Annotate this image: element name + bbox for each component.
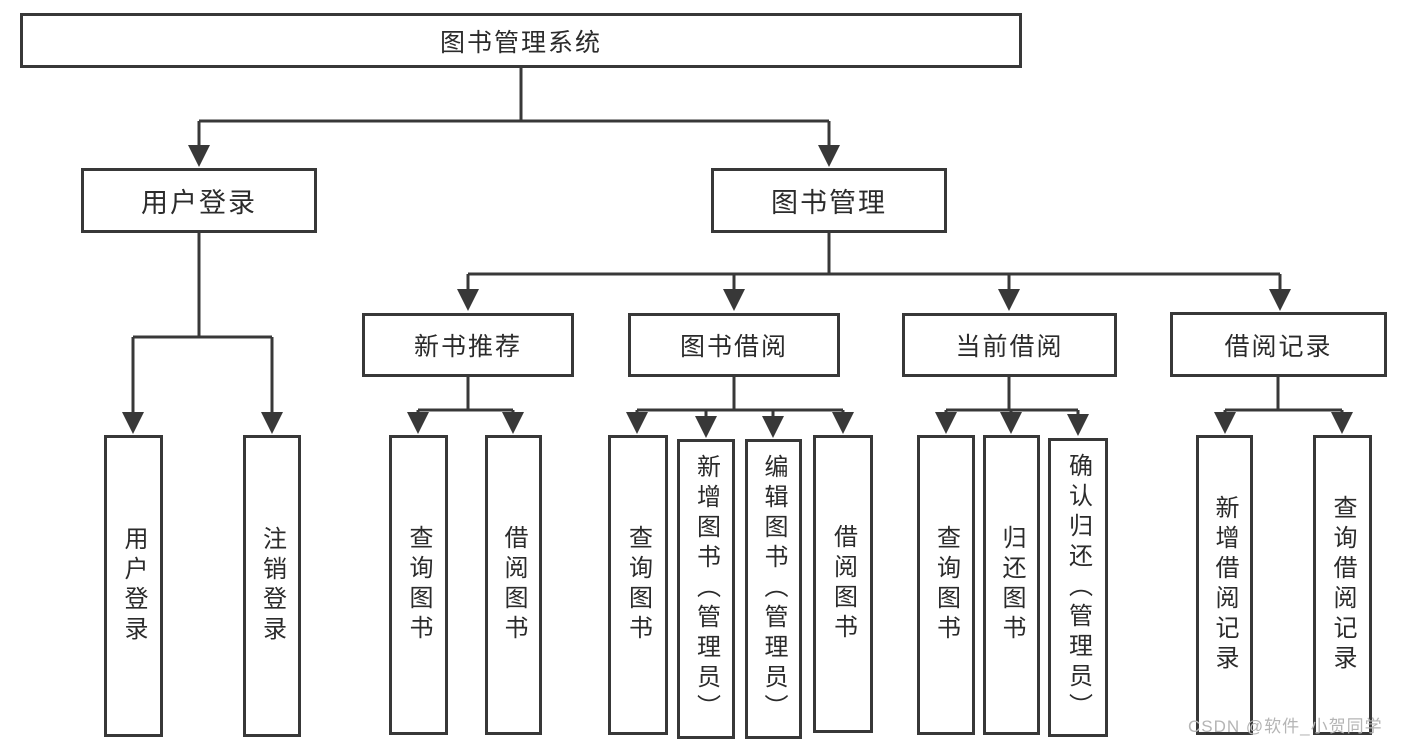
leaf-br-query-record-label: 查询借阅记录 [1329, 495, 1356, 675]
node-new-book-recommend: 新书推荐 [362, 313, 574, 377]
connector-book-borrow-to-leaves [635, 377, 845, 418]
arrow-down-icon [502, 412, 524, 434]
leaf-br-add-record: 新增借阅记录 [1196, 435, 1253, 735]
node-book-borrowing: 图书借阅 [628, 313, 840, 377]
leaf-bb-query-books: 查询图书 [608, 435, 668, 735]
arrow-down-icon [935, 412, 957, 434]
node-current-borrowing-label: 当前借阅 [955, 333, 1064, 361]
arrow-down-icon [832, 412, 854, 434]
arrow-down-icon [261, 412, 283, 434]
leaf-user-login-label: 用户登录 [120, 526, 147, 646]
arrow-down-icon [998, 289, 1020, 311]
arrow-down-icon [188, 145, 210, 167]
leaf-br-query-record: 查询借阅记录 [1313, 435, 1372, 735]
node-root-library-system: 图书管理系统 [20, 13, 1022, 68]
leaf-br-add-record-label: 新增借阅记录 [1211, 495, 1238, 675]
leaf-logout-label: 注销登录 [258, 526, 286, 646]
watermark: CSDN @软件_小贺同学 [1188, 717, 1383, 736]
leaf-cb-query-books-label: 查询图书 [932, 525, 960, 645]
node-book-management: 图书管理 [711, 168, 947, 233]
arrow-down-icon [723, 289, 745, 311]
arrowheads [122, 145, 1353, 438]
arrow-down-icon [1000, 412, 1022, 434]
arrow-down-icon [407, 412, 429, 434]
arrow-down-icon [1331, 412, 1353, 434]
connector-current-borrow-to-leaves [944, 377, 1080, 417]
leaf-bb-edit-books-admin-label: 编辑图书（管理员） [760, 454, 787, 724]
leaf-cb-confirm-return-admin-label: 确认归还（管理员） [1064, 452, 1092, 723]
arrow-down-icon [1269, 289, 1291, 311]
leaf-logout: 注销登录 [243, 435, 301, 737]
node-user-login-label: 用户登录 [141, 188, 257, 218]
node-new-book-recommend-label: 新书推荐 [413, 333, 522, 361]
leaf-bb-add-books-admin-label: 新增图书（管理员） [692, 454, 720, 724]
connector-borrow-record-to-leaves [1223, 377, 1344, 415]
node-book-management-label: 图书管理 [771, 188, 887, 218]
node-user-login: 用户登录 [81, 168, 317, 233]
leaf-bb-add-books-admin: 新增图书（管理员） [677, 439, 735, 739]
arrow-down-icon [122, 412, 144, 434]
arrow-down-icon [695, 416, 717, 438]
leaf-bb-edit-books-admin: 编辑图书（管理员） [745, 439, 802, 739]
arrow-down-icon [818, 145, 840, 167]
node-root-label: 图书管理系统 [439, 28, 602, 57]
leaf-nbr-borrow-books: 借阅图书 [485, 435, 542, 735]
node-book-borrowing-label: 图书借阅 [679, 333, 788, 361]
connector-user-login-to-leaves [131, 233, 274, 416]
connector-book-mgmt-to-level3 [466, 233, 1282, 292]
leaf-bb-borrow-books-label: 借阅图书 [829, 524, 857, 644]
arrow-down-icon [1214, 412, 1236, 434]
arrow-down-icon [626, 412, 648, 434]
connector-new-book-to-leaves [416, 377, 515, 415]
arrow-down-icon [457, 289, 479, 311]
node-borrowing-records-label: 借阅记录 [1224, 332, 1333, 361]
leaf-cb-return-books: 归还图书 [983, 435, 1040, 735]
leaf-nbr-borrow-books-label: 借阅图书 [500, 525, 527, 645]
leaf-cb-return-books-label: 归还图书 [998, 525, 1025, 645]
connector-root-to-level2 [197, 68, 831, 148]
leaf-bb-borrow-books: 借阅图书 [813, 435, 873, 733]
leaf-cb-query-books: 查询图书 [917, 435, 975, 735]
leaf-nbr-query-books: 查询图书 [389, 435, 448, 735]
arrow-down-icon [762, 416, 784, 438]
leaf-user-login: 用户登录 [104, 435, 163, 737]
leaf-cb-confirm-return-admin: 确认归还（管理员） [1048, 438, 1108, 737]
leaf-nbr-query-books-label: 查询图书 [405, 525, 432, 645]
node-borrowing-records: 借阅记录 [1170, 312, 1387, 377]
arrow-down-icon [1067, 414, 1089, 436]
connector-paths [131, 68, 1344, 418]
node-current-borrowing: 当前借阅 [902, 313, 1117, 377]
leaf-bb-query-books-label: 查询图书 [624, 525, 652, 645]
